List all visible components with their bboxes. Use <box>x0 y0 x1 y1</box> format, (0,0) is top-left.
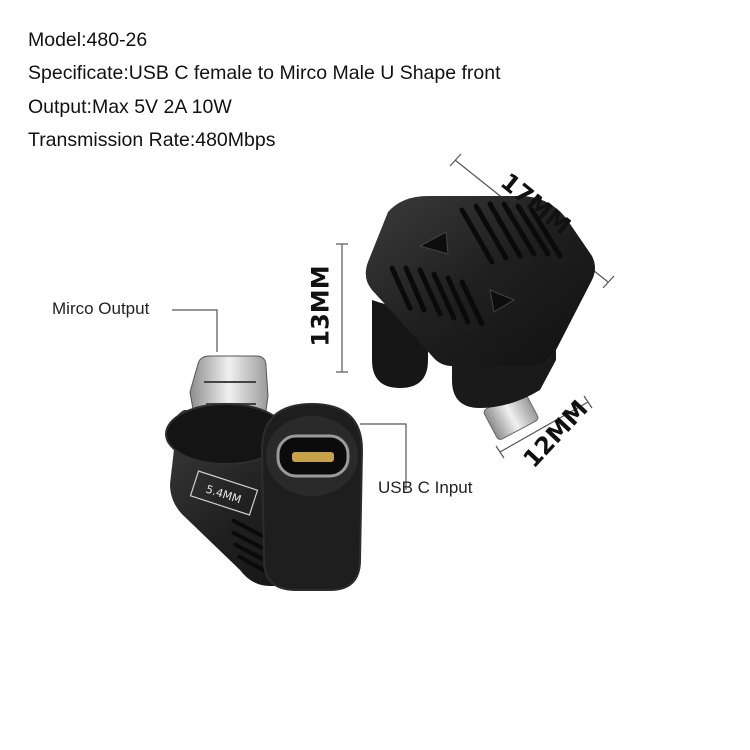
dimension-line-12mm <box>495 395 593 459</box>
adapter-back-view <box>365 196 595 440</box>
dimension-13mm: 13MM <box>306 265 335 347</box>
spec-output: Output:Max 5V 2A 10W <box>28 96 232 118</box>
spec-transmission-rate: Transmission Rate:480Mbps <box>28 129 276 151</box>
arrow-right-icon <box>489 289 516 313</box>
leader-line-micro <box>172 309 218 352</box>
dimension-line-13mm <box>336 243 348 373</box>
arrow-left-icon <box>418 231 449 255</box>
grip-ridges-top <box>389 201 563 327</box>
leader-line-usbc <box>360 423 407 490</box>
spec-description: Specificate:USB C female to Mirco Male U… <box>28 62 501 84</box>
label-micro-output: Mirco Output <box>52 299 150 318</box>
adapter-front-view: 5.4MM <box>165 355 364 591</box>
label-usbc-input: USB C Input <box>378 478 473 497</box>
spec-model: Model:480-26 <box>28 29 148 51</box>
